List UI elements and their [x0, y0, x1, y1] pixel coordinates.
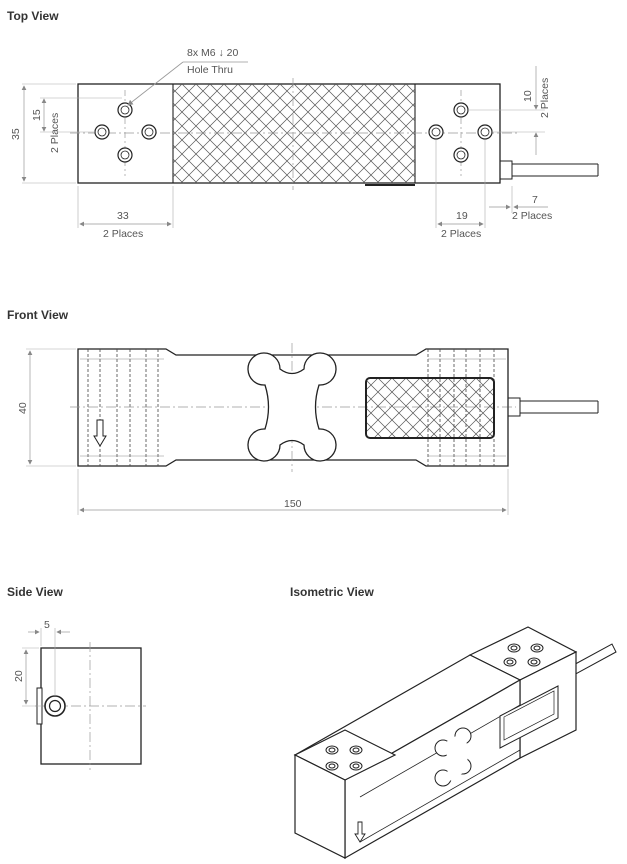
isometric-view: [293, 626, 617, 860]
load-arrow-icon: [93, 419, 107, 447]
dim-7-places: 2 Places: [512, 210, 552, 222]
front-view-title: Front View: [7, 308, 69, 322]
clover-cutout: [247, 352, 337, 462]
side-view-title: Side View: [7, 585, 63, 599]
dim-7: 7: [532, 194, 538, 206]
iso-holes-left: [325, 745, 363, 771]
dim-20: 20: [13, 670, 25, 682]
dim-15-places: 2 Places: [49, 113, 61, 153]
iso-load-arrow-icon: [354, 821, 366, 843]
side-view: 5 20: [13, 619, 146, 770]
iso-holes-right: [503, 643, 544, 667]
front-cable: [507, 397, 599, 417]
top-view-title: Top View: [7, 9, 59, 23]
top-holes-right: [428, 102, 493, 163]
hole-callout-subtext: Hole Thru: [187, 64, 233, 76]
iso-clover-cutout: [434, 727, 472, 787]
front-hatch-plate: [365, 377, 495, 439]
dim-10-places: 2 Places: [539, 78, 551, 118]
hole-callout-text: 8x M6 ↓ 20: [187, 47, 239, 59]
top-cable: [499, 160, 599, 180]
dim-15: 15: [31, 109, 43, 121]
dim-33: 33: [117, 210, 129, 222]
dim-33-places: 2 Places: [103, 228, 143, 240]
top-view: 8x M6 ↓ 20 Hole Thru 35 15 2 Places 10 2…: [10, 47, 599, 240]
top-holes-left: [94, 102, 157, 163]
top-hatch-area: [173, 84, 415, 183]
dim-10: 10: [522, 90, 534, 102]
front-body-outline: [77, 348, 509, 467]
dim-5: 5: [44, 619, 50, 631]
dim-19-places: 2 Places: [441, 228, 481, 240]
dim-19: 19: [456, 210, 468, 222]
dim-150: 150: [284, 498, 302, 510]
dim-40: 40: [17, 402, 29, 414]
isometric-view-title: Isometric View: [290, 585, 374, 599]
dim-35: 35: [10, 128, 22, 140]
front-view: 40 150: [17, 343, 599, 515]
